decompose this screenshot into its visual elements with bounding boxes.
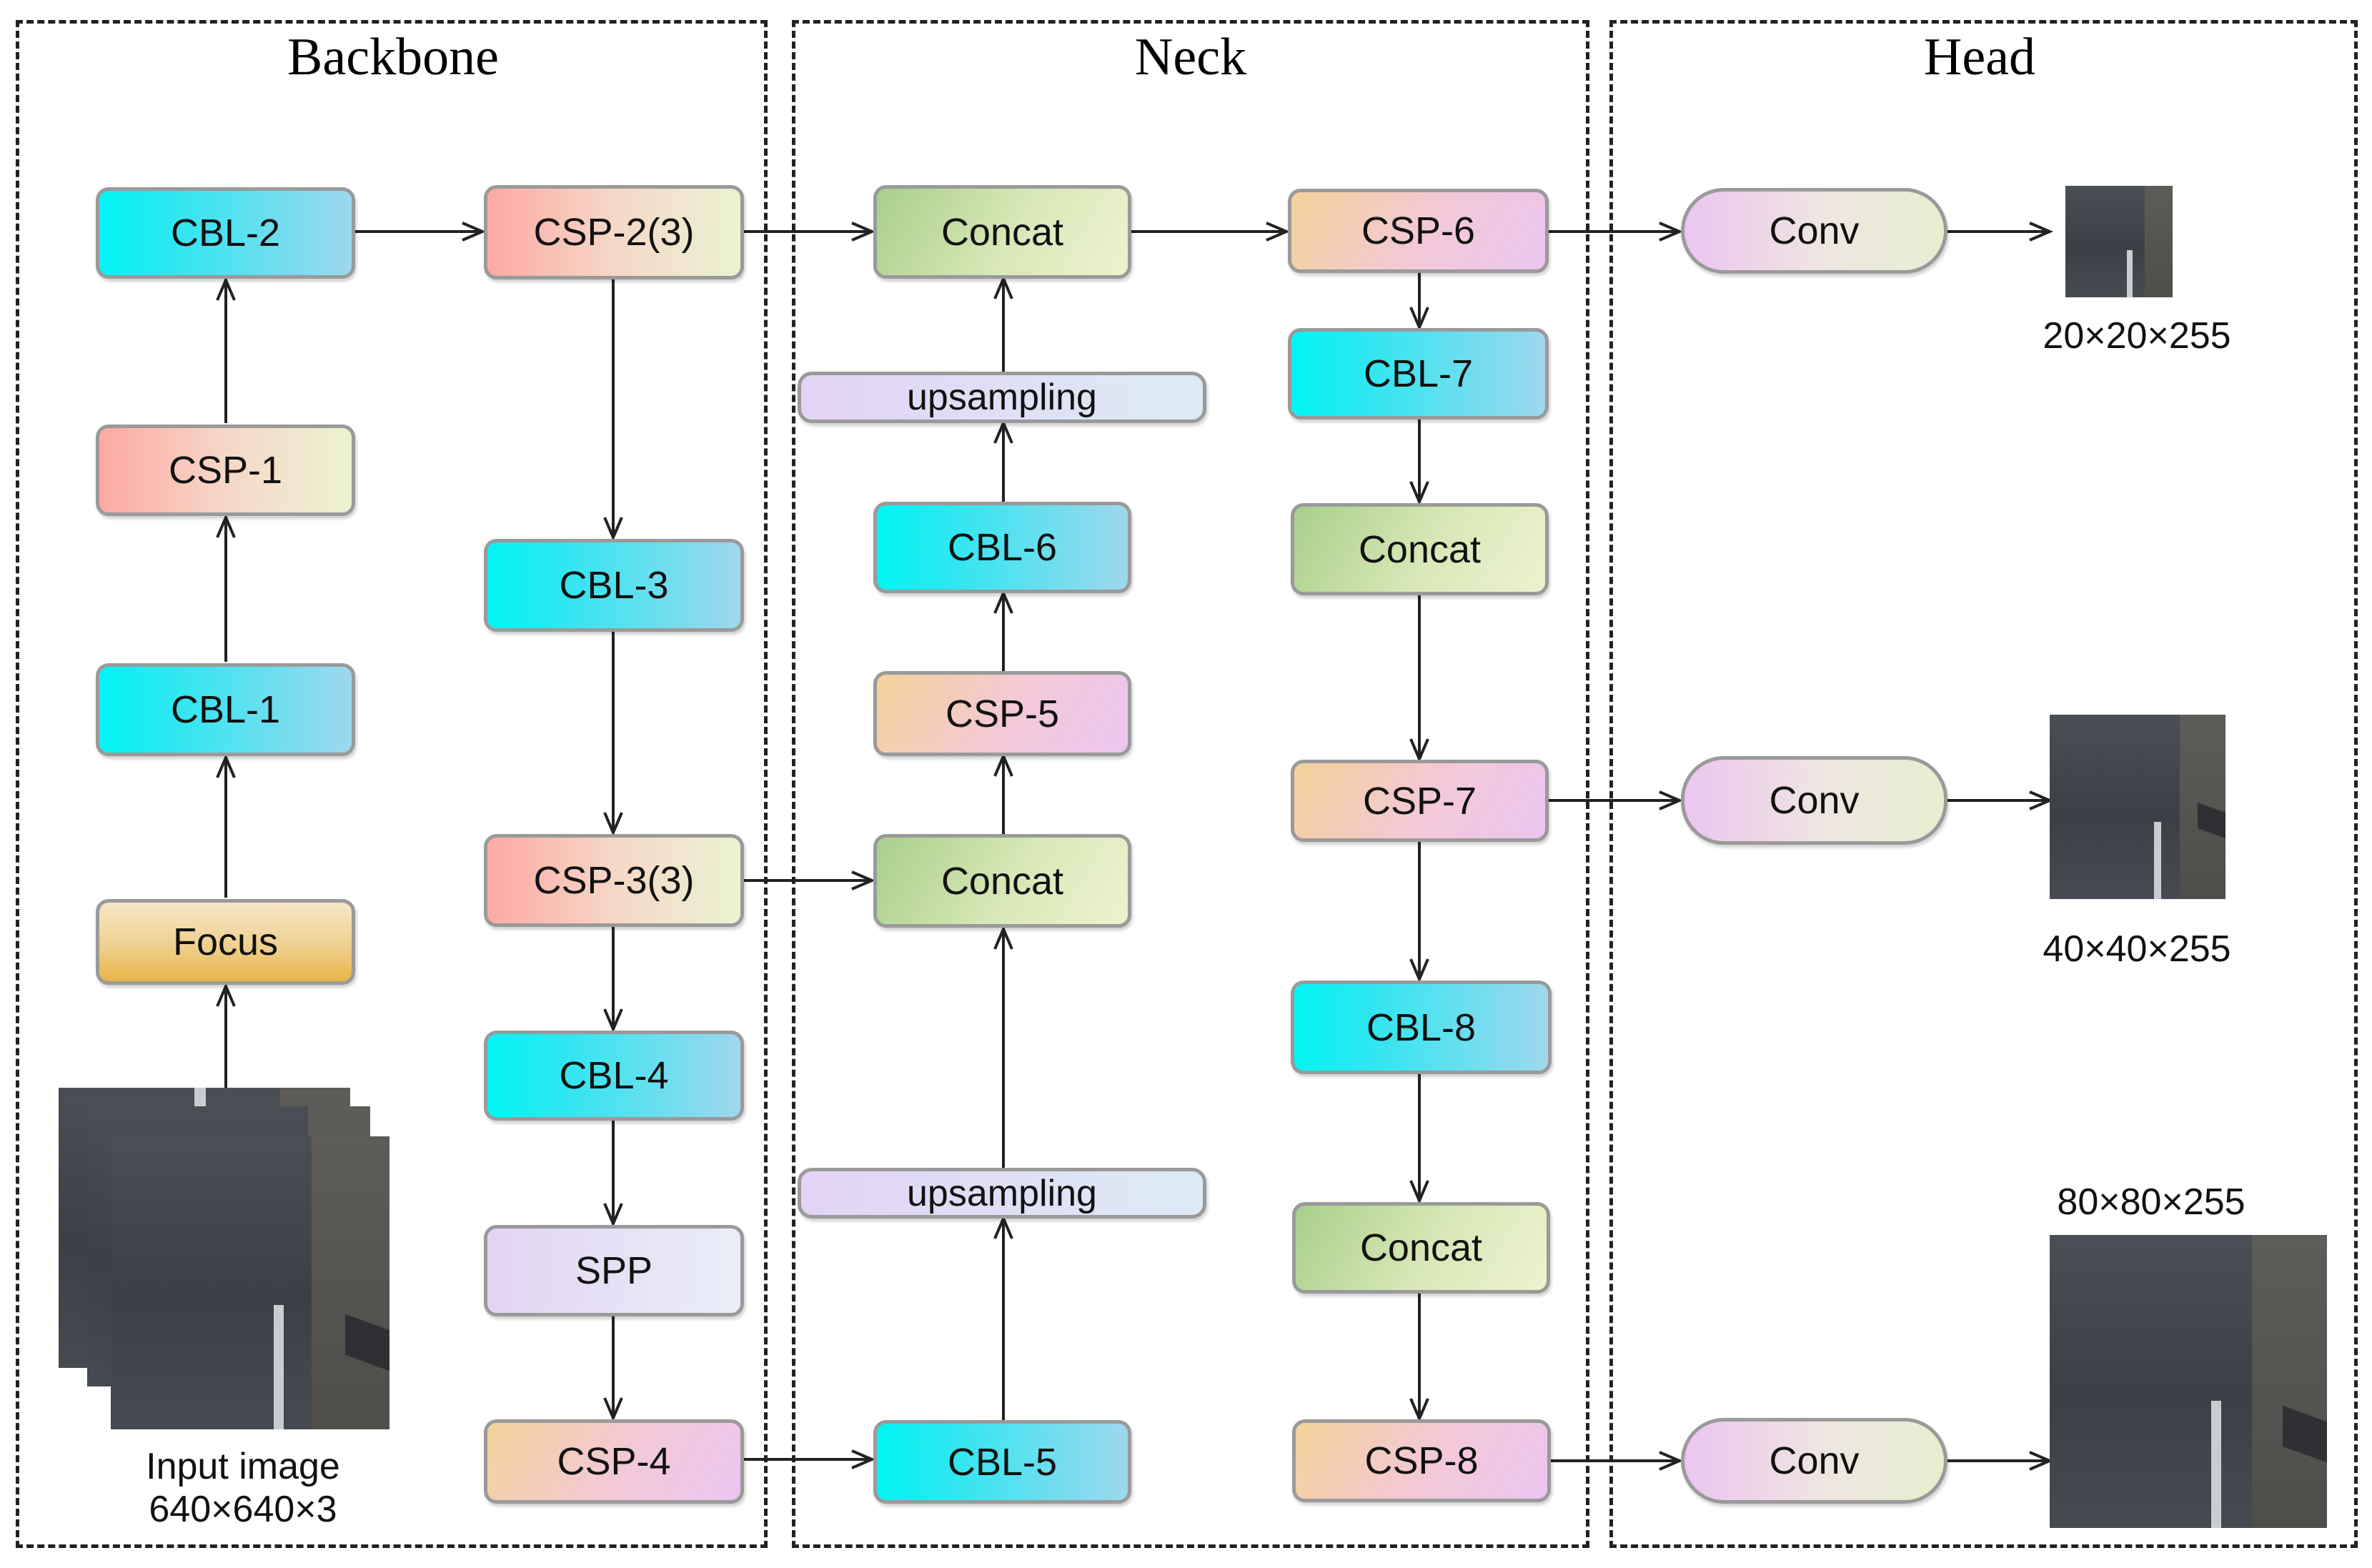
node-cbl-3[interactable]: CBL-3	[484, 539, 744, 632]
node-cbl-8[interactable]: CBL-8	[1291, 981, 1552, 1074]
node-spp[interactable]: SPP	[484, 1225, 744, 1316]
output-size-small: 20×20×255	[2043, 315, 2231, 357]
node-conv-top[interactable]: Conv	[1681, 188, 1947, 274]
backbone-title: Backbone	[287, 28, 499, 86]
node-cbl-7[interactable]: CBL-7	[1288, 328, 1549, 420]
input-image-label: Input image	[146, 1446, 340, 1487]
node-csp-7[interactable]: CSP-7	[1291, 760, 1549, 842]
output-image-medium	[2050, 715, 2225, 899]
output-size-medium: 40×40×255	[2043, 928, 2231, 970]
node-focus[interactable]: Focus	[96, 899, 355, 985]
node-upsampling-top[interactable]: upsampling	[798, 372, 1206, 423]
node-csp-5[interactable]: CSP-5	[873, 671, 1131, 756]
backbone-frame	[16, 20, 768, 1548]
node-cbl-1[interactable]: CBL-1	[96, 663, 355, 756]
node-cbl-4[interactable]: CBL-4	[484, 1031, 744, 1121]
node-concat-right-1[interactable]: Concat	[1291, 503, 1549, 595]
node-csp-1[interactable]: CSP-1	[96, 425, 355, 516]
head-title: Head	[1923, 28, 2036, 86]
node-csp-3-3[interactable]: CSP-3(3)	[484, 834, 744, 927]
neck-title: Neck	[1134, 28, 1247, 86]
node-conv-mid[interactable]: Conv	[1681, 756, 1947, 845]
head-frame	[1609, 20, 2358, 1548]
node-csp-2-3[interactable]: CSP-2(3)	[484, 185, 744, 279]
node-cbl-2[interactable]: CBL-2	[96, 187, 355, 279]
node-conv-bottom[interactable]: Conv	[1681, 1418, 1947, 1504]
input-image-size: 640×640×3	[149, 1489, 337, 1530]
node-cbl-5[interactable]: CBL-5	[873, 1420, 1131, 1504]
output-size-large: 80×80×255	[2057, 1181, 2246, 1223]
node-csp-4[interactable]: CSP-4	[484, 1419, 744, 1504]
node-upsampling-bottom[interactable]: upsampling	[798, 1168, 1206, 1219]
node-concat-top[interactable]: Concat	[873, 185, 1131, 279]
node-concat-right-2[interactable]: Concat	[1292, 1202, 1550, 1294]
node-cbl-6[interactable]: CBL-6	[873, 502, 1131, 593]
node-csp-6[interactable]: CSP-6	[1288, 189, 1549, 273]
output-image-large	[2050, 1235, 2327, 1528]
output-image-small	[2065, 186, 2173, 297]
neck-frame	[792, 20, 1589, 1548]
node-csp-8[interactable]: CSP-8	[1292, 1419, 1551, 1502]
node-concat-mid[interactable]: Concat	[873, 834, 1131, 928]
input-image-layer-1	[111, 1136, 389, 1429]
